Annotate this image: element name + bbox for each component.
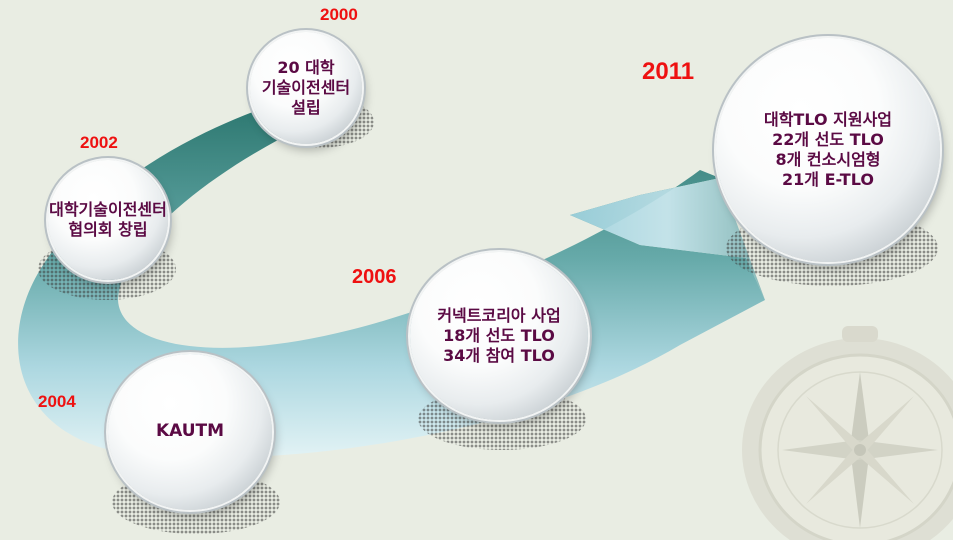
milestone-text-2002: 대학기술이전센터 협의회 창립: [49, 200, 167, 240]
milestone-bubble-2000: 20 대학 기술이전센터 설립: [250, 32, 362, 144]
milestone-line: KAUTM: [155, 421, 225, 442]
milestone-text-2000: 20 대학 기술이전센터 설립: [262, 58, 350, 118]
milestone-line: 21개 E-TLO: [782, 170, 874, 189]
milestone-text-2006: 커넥트코리아 사업 18개 선도 TLO 34개 참여 TLO: [437, 306, 560, 366]
milestone-text-2004: KAUTM: [156, 421, 224, 442]
milestone-text-2011: 대학TLO 지원사업 22개 선도 TLO 8개 컨소시엄형 21개 E-TLO: [764, 110, 892, 190]
year-label-2004: 2004: [38, 392, 76, 411]
year-label-2000: 2000: [320, 5, 358, 24]
milestone-line: 커넥트코리아 사업: [437, 306, 561, 325]
milestone-line: 22개 선도 TLO: [772, 130, 884, 149]
year-label-2011: 2011: [642, 58, 695, 85]
milestone-bubble-2004: KAUTM: [108, 354, 272, 510]
milestone-line: 대학TLO 지원사업: [763, 110, 893, 129]
milestone-line: 18개 선도 TLO: [443, 326, 555, 345]
milestone-bubble-2002: 대학기술이전센터 협의회 창립: [48, 160, 168, 280]
milestone-line: 설립: [291, 98, 321, 117]
milestone-line: 20 대학: [277, 58, 335, 77]
milestone-line: 8개 컨소시엄형: [775, 150, 881, 169]
milestone-bubble-2006: 커넥트코리아 사업 18개 선도 TLO 34개 참여 TLO: [410, 252, 588, 420]
year-label-2002: 2002: [80, 133, 118, 152]
milestone-line: 대학기술이전센터: [49, 200, 167, 219]
milestone-bubble-2011: 대학TLO 지원사업 22개 선도 TLO 8개 컨소시엄형 21개 E-TLO: [716, 38, 940, 262]
milestone-line: 기술이전센터: [261, 78, 351, 97]
year-label-2006: 2006: [352, 266, 397, 288]
milestone-line: 협의회 창립: [68, 220, 148, 239]
milestone-line: 34개 참여 TLO: [443, 346, 555, 365]
